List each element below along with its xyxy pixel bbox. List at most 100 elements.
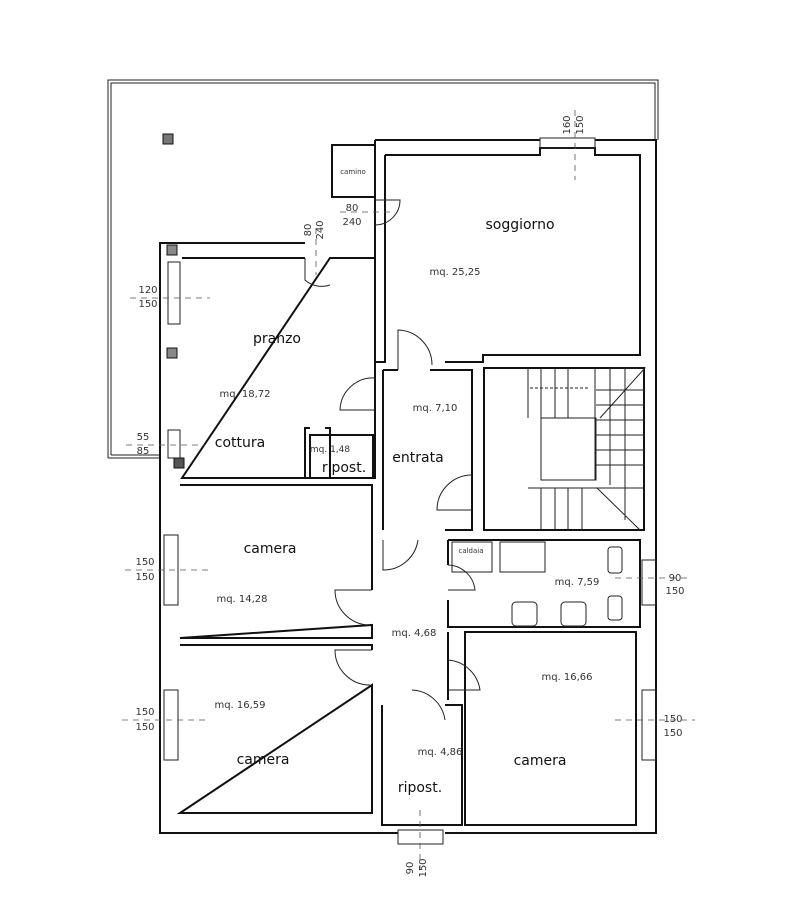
plan-line <box>304 427 331 478</box>
door-swing <box>397 329 433 370</box>
column-icon <box>173 457 185 469</box>
plan-line <box>176 644 373 814</box>
plan-line <box>167 261 181 325</box>
plan-line <box>451 541 493 573</box>
windows <box>163 137 657 845</box>
room-entrata: mq. 7,10 entrata <box>382 369 473 531</box>
door-swing <box>447 659 481 691</box>
plan-line <box>385 147 641 363</box>
dimension-label: caldaia <box>458 547 483 555</box>
dimension-label: camera <box>237 752 290 768</box>
dimension-label: 150 <box>135 572 154 583</box>
plan-line <box>483 367 645 531</box>
dimension-label: 150 <box>663 728 682 739</box>
door-swing <box>334 649 372 686</box>
door-swing <box>304 258 331 287</box>
plan-line <box>539 137 596 149</box>
column-icon <box>166 244 178 256</box>
dimension-label: mq. 7,59 <box>555 577 600 588</box>
plan-line <box>167 429 181 459</box>
dimension-label: 150 <box>663 714 682 725</box>
dimension-label: 160 <box>562 115 573 134</box>
plan-line <box>381 704 463 826</box>
dimension-label: 240 <box>315 220 326 239</box>
dimension-label: soggiorno <box>485 217 554 233</box>
dimension-label: mq. 14,28 <box>216 594 267 605</box>
plan-line <box>180 257 376 479</box>
plan-line <box>179 484 373 639</box>
column-icon <box>162 133 174 145</box>
terrace-outline <box>107 79 659 459</box>
plan-line <box>159 139 657 834</box>
door-swing <box>374 199 401 226</box>
exterior-walls <box>159 139 657 834</box>
shower-icon <box>499 541 546 573</box>
toilet-icon <box>607 546 623 574</box>
dimension-label: 150 <box>418 858 429 877</box>
door-swing <box>447 564 476 591</box>
plan-line <box>122 110 695 870</box>
bidet-icon <box>607 595 623 621</box>
room-camera-3: mq. 16,66 camera <box>447 631 637 826</box>
plan-line <box>641 689 657 761</box>
plan-line <box>540 417 597 481</box>
dimension-label: ripost. <box>398 780 442 796</box>
room-pranzo: pranzo mq. 18,72 cottura <box>180 257 376 479</box>
dimension-label: 90 <box>669 573 682 584</box>
plan-line <box>447 539 641 628</box>
plan-line <box>110 82 656 455</box>
dimension-label: pranzo <box>253 331 301 347</box>
dimension-label: 80 <box>303 224 314 237</box>
door-swing <box>411 689 446 721</box>
dimension-label: camino <box>340 168 366 176</box>
dimension-label: entrata <box>392 450 443 466</box>
staircase <box>483 367 647 531</box>
dimension-label: cottura <box>215 435 265 451</box>
dimension-label: 240 <box>342 217 361 228</box>
plan-line <box>397 829 444 845</box>
room-bagno: caldaia mq. 7,59 <box>447 539 641 628</box>
door-swing <box>339 377 376 411</box>
door-swing <box>436 474 473 511</box>
sink-icon <box>560 601 587 627</box>
dimension-label: 150 <box>135 722 154 733</box>
dimension-label: mq. 4,86 <box>418 747 463 758</box>
door-swing <box>334 589 372 626</box>
fireplace: camino <box>331 144 376 198</box>
dimension-label: camera <box>244 541 297 557</box>
dimension-label: mq. 7,10 <box>413 403 458 414</box>
dimension-label: 150 <box>138 299 157 310</box>
room-camera-2: mq. 16,59 camera <box>176 644 373 814</box>
plan-line <box>107 79 659 458</box>
dimension-label: 55 <box>137 432 150 443</box>
dimension-label: 150 <box>135 557 154 568</box>
dimension-label: mq. 16,59 <box>214 700 265 711</box>
room-ripostiglio-2: mq. 4,86 ripost. <box>381 704 463 826</box>
dimension-label: 90 <box>405 862 416 875</box>
plan-line <box>447 631 637 826</box>
plan-line <box>374 140 386 363</box>
door-swing <box>382 539 419 571</box>
dimension-label: 80 <box>346 203 359 214</box>
dimension-label: ripost. <box>322 460 366 476</box>
dimension-label: 120 <box>138 285 157 296</box>
plan-line <box>382 369 473 531</box>
dimension-label: 150 <box>575 115 586 134</box>
room-camera-1: camera mq. 14,28 <box>179 484 373 639</box>
dimension-label: camera <box>514 753 567 769</box>
dimension-label: 150 <box>665 586 684 597</box>
plan-line <box>108 454 160 459</box>
plan-line <box>641 559 657 606</box>
room-soggiorno: soggiorno mq. 25,25 <box>374 140 555 363</box>
plan-line <box>527 367 647 531</box>
room-ripostiglio-1: mq. 1,48 ripost. <box>309 434 374 479</box>
dimension-label: mq. 18,72 <box>219 389 270 400</box>
dimension-label: mq. 16,66 <box>541 672 592 683</box>
corridor-area: mq. 4,68 <box>392 628 437 639</box>
plan-line <box>163 689 179 761</box>
plan-line <box>309 434 374 479</box>
column-icon <box>166 347 178 359</box>
dimension-label: 85 <box>137 446 150 457</box>
dimension-labels: 120 150 55 85 150 150 150 150 90 150 150… <box>122 110 695 878</box>
